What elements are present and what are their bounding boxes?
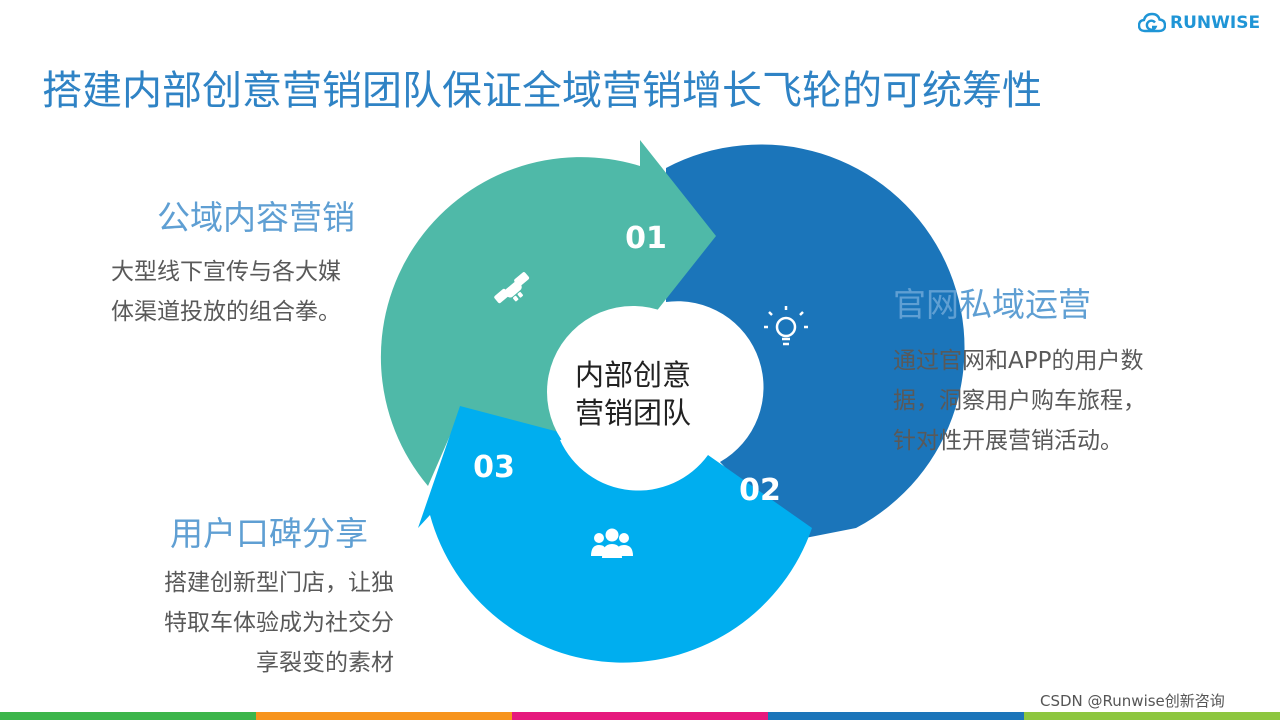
segment-01-number: 01 bbox=[625, 221, 667, 256]
bottom-bar-segment bbox=[256, 712, 512, 720]
segment-02-desc-line: 通过官网和APP的用户数 bbox=[893, 348, 1144, 374]
segment-02-desc-line: 针对性开展营销活动。 bbox=[893, 428, 1123, 454]
segment-02-title: 官网私域运营 bbox=[893, 285, 1091, 324]
brand-name: RUNWISE bbox=[1170, 13, 1261, 33]
center-circle bbox=[547, 306, 719, 478]
users-icon bbox=[591, 528, 633, 558]
bottom-bar-segment bbox=[0, 712, 256, 720]
segment-03-desc: 搭建创新型门店，让独 特取车体验成为社交分 享裂变的素材 bbox=[122, 563, 394, 683]
bottom-color-bar bbox=[0, 712, 1280, 720]
lightbulb-icon bbox=[764, 306, 808, 346]
segment-02-desc-line: 据，洞察用户购车旅程， bbox=[893, 388, 1146, 414]
handshake-icon bbox=[494, 272, 530, 304]
segment-03-title: 用户口碑分享 bbox=[170, 514, 368, 553]
segment-01-desc-line: 体渠道投放的组合拳。 bbox=[111, 299, 341, 325]
segment-01-desc: 大型线下宣传与各大媒 体渠道投放的组合拳。 bbox=[111, 252, 341, 332]
watermark: CSDN @Runwise创新咨询 bbox=[1040, 692, 1225, 710]
segment-03-desc-line: 特取车体验成为社交分 bbox=[164, 610, 394, 636]
page-title: 搭建内部创意营销团队保证全域营销增长飞轮的可统筹性 bbox=[42, 68, 1042, 114]
segment-01-title: 公域内容营销 bbox=[157, 198, 355, 237]
bottom-bar-segment bbox=[1024, 712, 1280, 720]
brand-logo: RUNWISE bbox=[1138, 12, 1260, 34]
center-label-line2: 营销团队 bbox=[574, 396, 691, 430]
segment-03-desc-line: 享裂变的素材 bbox=[256, 650, 394, 676]
segment-02-number: 02 bbox=[739, 473, 781, 508]
center-label: 内部创意 营销团队 bbox=[548, 356, 718, 432]
segment-03-number: 03 bbox=[473, 450, 515, 485]
center-label-line1: 内部创意 bbox=[574, 358, 691, 392]
bottom-bar-segment bbox=[768, 712, 1024, 720]
segment-03-desc-line: 搭建创新型门店，让独 bbox=[164, 570, 394, 596]
segment-01-desc-line: 大型线下宣传与各大媒 bbox=[111, 259, 341, 285]
segment-01-arrow bbox=[380, 140, 716, 486]
segment-02-arrow bbox=[666, 144, 965, 540]
cloud-g-logo-icon bbox=[1138, 12, 1166, 33]
segment-02-desc: 通过官网和APP的用户数 据，洞察用户购车旅程， 针对性开展营销活动。 bbox=[893, 341, 1146, 461]
bottom-bar-segment bbox=[512, 712, 768, 720]
